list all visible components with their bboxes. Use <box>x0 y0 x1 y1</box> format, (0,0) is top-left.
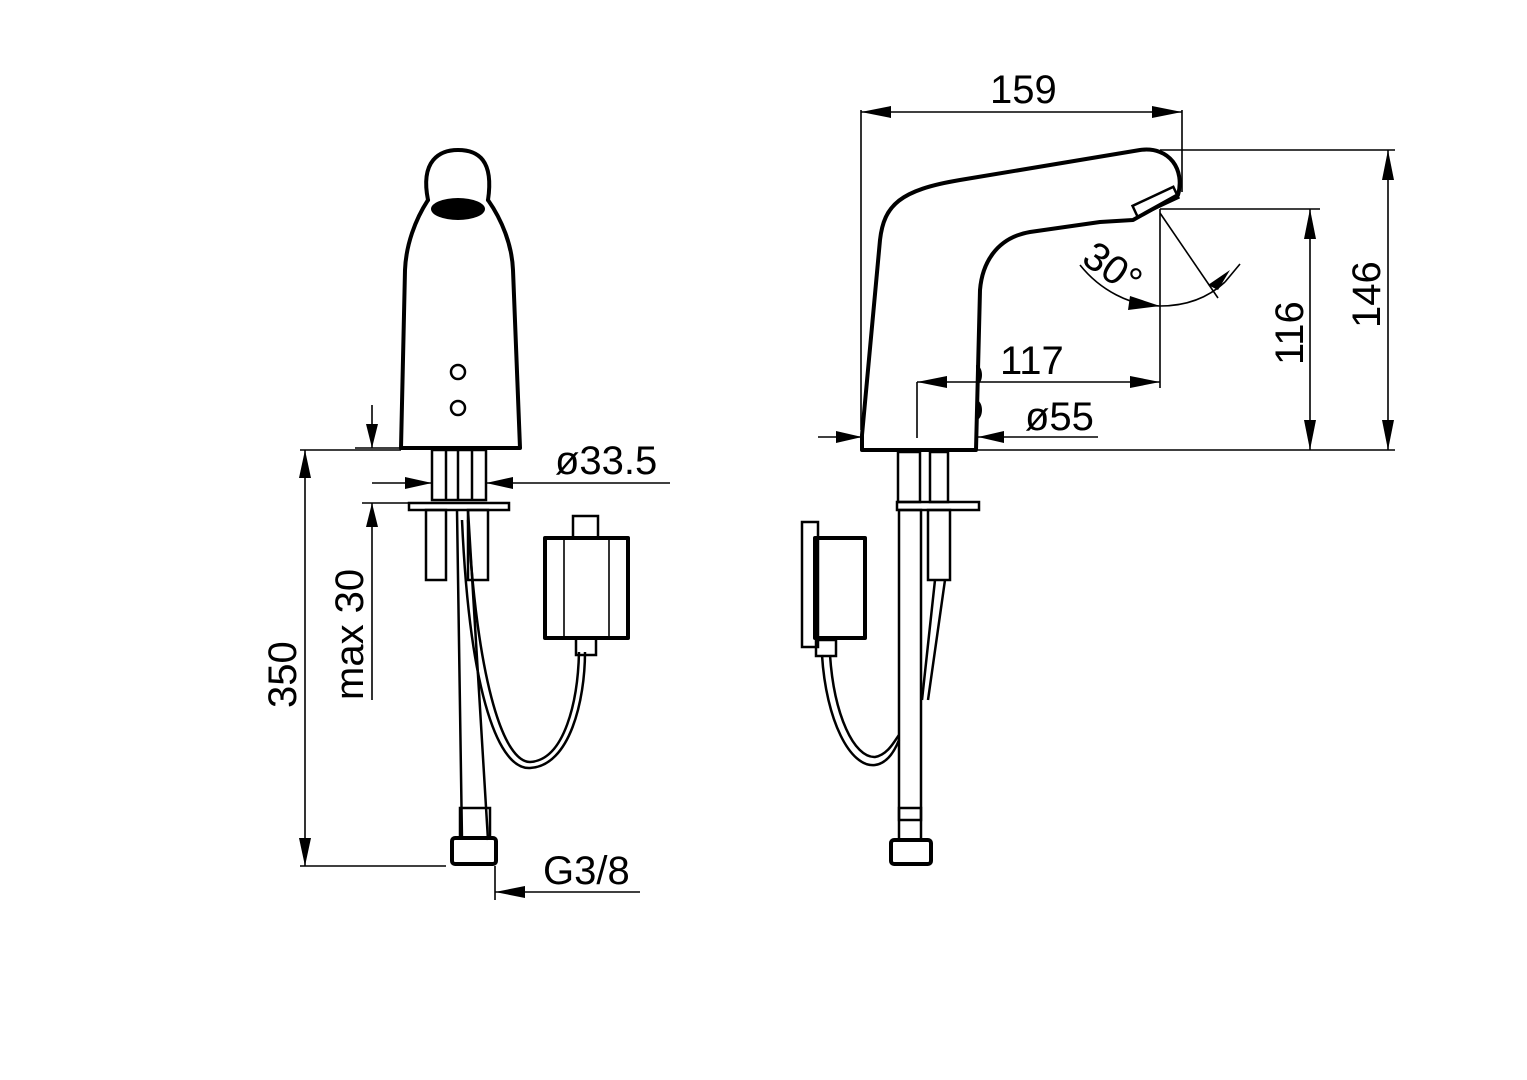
front-dimensions: ø33.5 max 30 350 G3/8 <box>261 405 670 900</box>
hose-nut-side <box>889 838 933 866</box>
sensor-dot-1 <box>449 363 467 381</box>
dim-overall-height: 350 <box>261 641 305 708</box>
dim-body-diameter: ø55 <box>1025 395 1094 439</box>
aerator-side <box>1130 185 1181 219</box>
dim-outlet-reach: 117 <box>1000 339 1064 383</box>
dim-outlet-height: 116 <box>1268 301 1312 365</box>
front-view <box>399 148 630 866</box>
hose-nut <box>450 836 498 866</box>
sensor-cable <box>460 519 587 770</box>
control-box <box>543 536 630 640</box>
supply-hose-side <box>897 508 923 822</box>
stud-right <box>466 508 490 582</box>
side-view <box>800 147 1182 866</box>
control-box-connector <box>571 514 600 540</box>
dim-base-diameter: ø33.5 <box>555 439 657 483</box>
side-dimensions: 159 146 116 117 ø55 30° <box>818 68 1395 451</box>
sensor-dot-2 <box>449 399 467 417</box>
aerator-outlet <box>431 198 485 220</box>
dim-thread: G3/8 <box>543 849 630 893</box>
control-box-side <box>813 536 867 640</box>
faucet-body-front <box>399 198 522 450</box>
dim-spout-height: 146 <box>1345 261 1389 328</box>
mounting-plate <box>407 501 511 512</box>
supply-hose <box>455 509 490 841</box>
sensor-side <box>976 365 982 420</box>
faucet-body-side <box>860 147 1182 452</box>
dim-spray-angle: 30° <box>1075 233 1150 304</box>
stud-left <box>424 508 448 582</box>
spout-head <box>424 148 492 202</box>
dim-spout-reach: 159 <box>990 68 1057 112</box>
dim-max-deck: max 30 <box>328 569 372 700</box>
